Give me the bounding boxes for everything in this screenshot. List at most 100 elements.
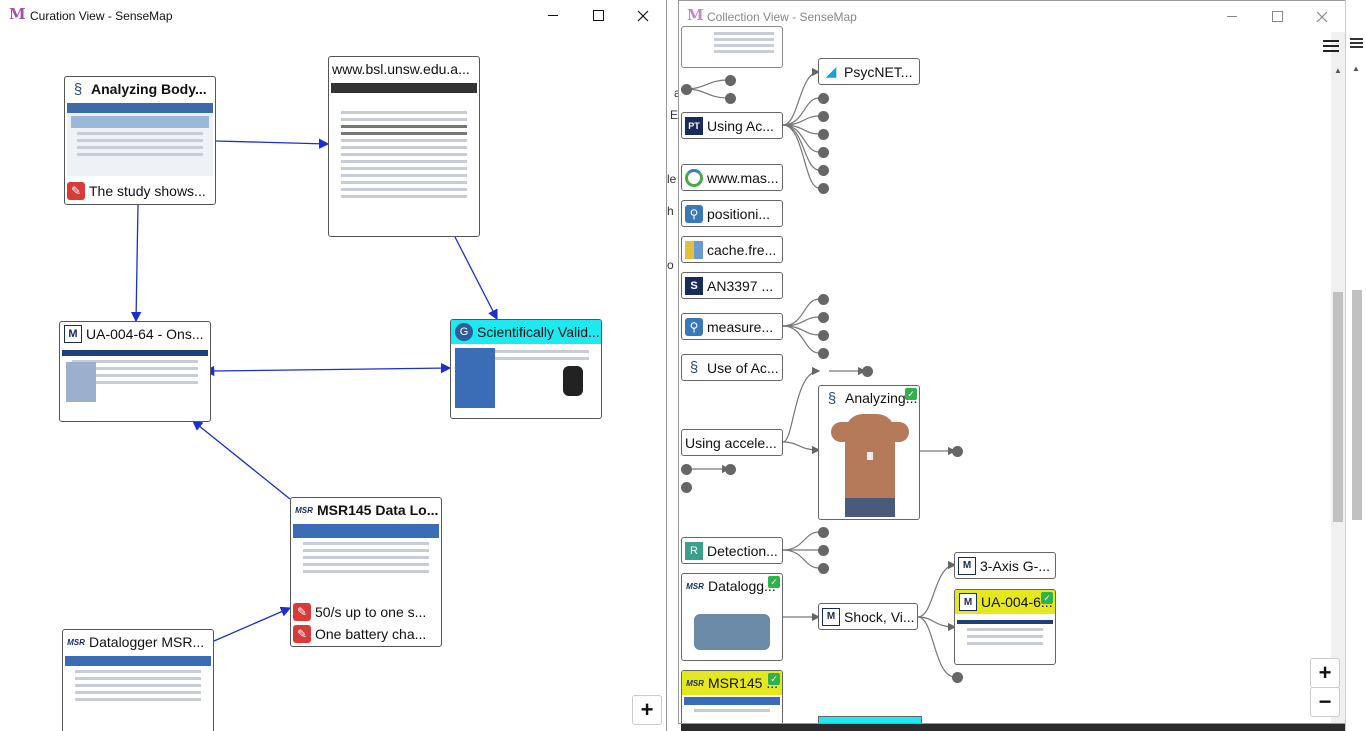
collection-canvas[interactable]: ◢ PsycNET... PT Using Ac... www.mas... ⚲… [679, 26, 1345, 723]
minimize-button[interactable] [1209, 1, 1255, 32]
node-scientifically-valid[interactable]: G Scientifically Valid... [450, 319, 602, 419]
graph-dot[interactable] [725, 93, 736, 104]
edge [191, 420, 291, 500]
curation-titlebar[interactable]: M Curation View - SenseMap [0, 0, 666, 31]
zoom-out-button[interactable]: − [1310, 687, 1340, 717]
graph-dot[interactable] [818, 93, 829, 104]
page-thumbnail [293, 524, 439, 596]
graph-dot[interactable] [681, 464, 692, 475]
edge [130, 204, 142, 323]
psycnet-icon: ◢ [825, 63, 837, 79]
dna-icon: § [827, 389, 837, 407]
m-logo-icon: M [959, 593, 977, 611]
edge [782, 67, 821, 126]
graph-dot[interactable] [818, 312, 829, 323]
graph-dot[interactable] [818, 527, 829, 538]
collection-titlebar[interactable]: M Collection View - SenseMap [679, 1, 1345, 32]
close-button[interactable] [1299, 1, 1345, 32]
check-icon: ✓ [905, 388, 917, 400]
pdf-thumbnail [712, 29, 776, 65]
node-msr145[interactable]: MSR MSR145 ... ✓ [681, 670, 783, 723]
scrollbar-thumb[interactable] [1333, 292, 1343, 522]
highlight-item[interactable]: ✎ 50/s up to one s... [293, 601, 439, 623]
sensemap-logo: M [687, 6, 704, 24]
graph-dot[interactable] [818, 563, 829, 574]
page-thumbnail [453, 346, 599, 416]
maximize-button[interactable] [1254, 1, 1300, 32]
node-pdf-partial[interactable] [681, 26, 783, 68]
node-title: Analyzing Body... [91, 81, 207, 97]
node-bsl-unsw[interactable]: www.bsl.unsw.edu.a... [328, 56, 480, 237]
close-button[interactable] [620, 0, 666, 31]
curation-canvas[interactable]: § Analyzing Body... ✎ The study shows...… [0, 31, 666, 731]
node-datalogger-msr[interactable]: MSR Datalogger MSR... [62, 629, 214, 731]
scrollbar-thumb[interactable] [1352, 290, 1362, 520]
node-using-ac[interactable]: PT Using Ac... [681, 112, 783, 139]
node-title: Using accele... [685, 434, 777, 451]
node-title: Detection... [707, 542, 778, 559]
zoom-in-button[interactable]: + [632, 695, 662, 725]
node-msr145-data-logger[interactable]: MSR MSR145 Data Lo... ✎ 50/s up to one s… [290, 497, 442, 647]
node-positioni[interactable]: ⚲ positioni... [681, 200, 783, 227]
scroll-up-arrow-icon[interactable]: ▲ [1352, 64, 1360, 73]
graph-dot[interactable] [681, 482, 692, 493]
s-logo-icon: S [685, 276, 703, 295]
graph-dot[interactable] [818, 147, 829, 158]
graph-dot[interactable] [818, 129, 829, 140]
highlight-text: One battery cha... [315, 626, 427, 642]
circular-logo-icon [685, 168, 703, 187]
graph-dot[interactable] [818, 165, 829, 176]
node-cache-fre[interactable]: cache.fre... [681, 236, 783, 263]
graph-dot[interactable] [818, 111, 829, 122]
graph-dot[interactable] [818, 183, 829, 194]
node-using-accele[interactable]: Using accele... [681, 429, 783, 456]
node-www-mas[interactable]: www.mas... [681, 164, 783, 191]
m-logo-icon: M [64, 325, 82, 343]
graph-dot[interactable] [818, 294, 829, 305]
graph-dot[interactable] [862, 366, 873, 377]
edge [917, 616, 956, 678]
sensemap-logo: M [9, 5, 26, 23]
minimize-button[interactable] [530, 0, 576, 31]
node-title: MSR145 ... [708, 675, 779, 691]
graph-dot[interactable] [725, 75, 736, 86]
window-title: Curation View - SenseMap [30, 9, 173, 23]
node-measure[interactable]: ⚲ measure... [681, 313, 783, 340]
background-text: o [667, 258, 674, 272]
node-title: cache.fre... [707, 241, 777, 258]
node-datalogg[interactable]: MSR Datalogg... ✓ [681, 573, 783, 661]
zoom-in-button[interactable]: + [1310, 658, 1340, 688]
node-analyzing-body[interactable]: § Analyzing Body... ✎ The study shows... [64, 76, 216, 205]
graph-dot[interactable] [952, 446, 963, 457]
node-use-of-ac[interactable]: § Use of Ac... [681, 354, 783, 381]
close-icon [1316, 11, 1328, 22]
node-an3397[interactable]: S AN3397 ... [681, 272, 783, 299]
hamburger-menu-icon[interactable] [1350, 38, 1363, 48]
node-detection[interactable]: R Detection... [681, 537, 783, 564]
graph-dot[interactable] [818, 330, 829, 341]
edge [782, 325, 820, 336]
edge [782, 549, 820, 569]
maximize-button[interactable] [575, 0, 621, 31]
graph-dot[interactable] [952, 672, 963, 683]
node-title: www.bsl.unsw.edu.a... [332, 61, 470, 77]
highlight-item[interactable]: ✎ One battery cha... [293, 623, 439, 645]
graph-dot[interactable] [681, 84, 692, 95]
node-shock[interactable]: M Shock, Vi... [818, 603, 918, 630]
highlighter-icon: ✎ [293, 603, 311, 621]
scroll-up-arrow-icon[interactable]: ▲ [1334, 66, 1342, 75]
node-psycnet[interactable]: ◢ PsycNET... [818, 58, 920, 85]
graph-dot[interactable] [818, 545, 829, 556]
vertical-scrollbar[interactable]: ▲ [1331, 32, 1345, 723]
node-ua-004-64[interactable]: M UA-004-64 - Ons... [59, 321, 211, 422]
graph-dot[interactable] [725, 464, 736, 475]
graph-dot[interactable] [818, 348, 829, 359]
highlight-item[interactable]: ✎ The study shows... [67, 180, 213, 202]
node-analyzing[interactable]: § Analyzing... ✓ [818, 385, 920, 520]
node-3-axis[interactable]: M 3-Axis G-... [954, 552, 1056, 579]
node-title: UA-004-64 - Ons... [86, 326, 204, 342]
window-title: Collection View - SenseMap [707, 10, 857, 24]
node-ua-004-6[interactable]: M UA-004-6... ✓ [954, 589, 1056, 665]
node-cyan-partial[interactable] [818, 716, 922, 723]
hamburger-menu-icon[interactable] [1323, 40, 1339, 52]
